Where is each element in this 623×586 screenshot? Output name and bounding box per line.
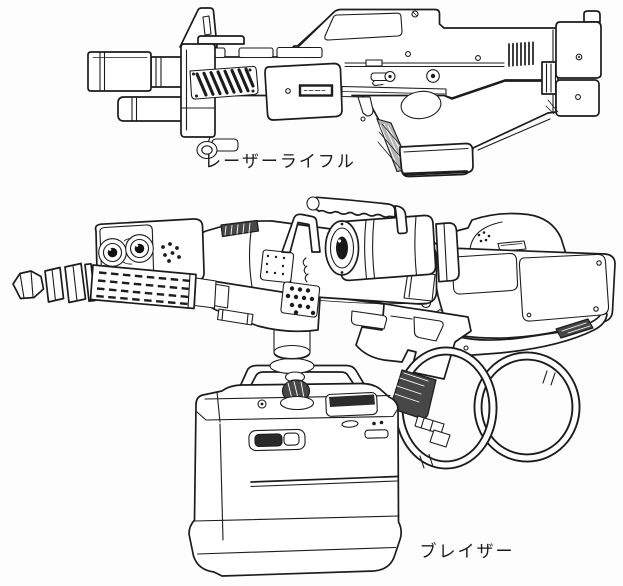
triple-arcs — [302, 257, 309, 283]
blazer-figure: ブレイザー — [12, 196, 616, 577]
hose-band — [419, 453, 434, 469]
rear-grip-hole — [413, 316, 444, 342]
grip-stock-assembly — [351, 80, 557, 178]
muzzle-dots — [161, 242, 181, 263]
hose-connector-grip — [390, 369, 451, 448]
power-canister — [188, 364, 403, 577]
top-cover-window — [324, 12, 403, 41]
stock-vent-lines — [508, 41, 534, 67]
perforated-panel — [280, 281, 321, 318]
hose-coil — [394, 346, 581, 470]
blazer-label: ブレイザー — [420, 541, 515, 562]
under-tube — [216, 308, 254, 326]
hump-dots — [477, 231, 491, 243]
deck-module — [325, 392, 378, 417]
charging-handle — [365, 59, 396, 87]
front-rod — [12, 262, 217, 310]
stock-side-panel — [518, 253, 610, 322]
butt-stock — [541, 10, 602, 117]
sling-swivel — [196, 136, 239, 160]
rod-tip — [12, 270, 45, 300]
magazine — [399, 142, 474, 176]
under-barrel-tube — [117, 96, 185, 122]
canister-latch — [248, 428, 306, 452]
lens-right — [125, 234, 154, 263]
laser-rifle-label: レーザーライフル — [204, 152, 356, 172]
front-grip-hole — [350, 310, 388, 330]
carry-handle — [281, 196, 408, 254]
hose-connector-canister — [279, 371, 315, 411]
laser-rifle-figure: レーザーライフル — [87, 7, 602, 178]
top-collar-ribs — [220, 219, 260, 238]
trigger-guard-opening — [400, 90, 442, 120]
lens-left — [98, 238, 127, 267]
trigger — [357, 96, 374, 122]
slotted-shroud — [89, 264, 197, 310]
side-latch — [364, 429, 389, 439]
handle-grip-tube — [311, 196, 396, 218]
stock-window-panel — [451, 252, 519, 295]
rail-tab — [276, 46, 323, 59]
vent-panel — [189, 65, 259, 100]
side-plate — [264, 62, 343, 121]
hose-band — [542, 370, 556, 386]
scope — [324, 214, 460, 302]
rail-tab — [238, 47, 274, 59]
stock-body — [428, 239, 616, 357]
screw-plate — [259, 249, 295, 284]
barrel-assembly — [87, 51, 185, 122]
handle-bracket — [281, 213, 321, 254]
